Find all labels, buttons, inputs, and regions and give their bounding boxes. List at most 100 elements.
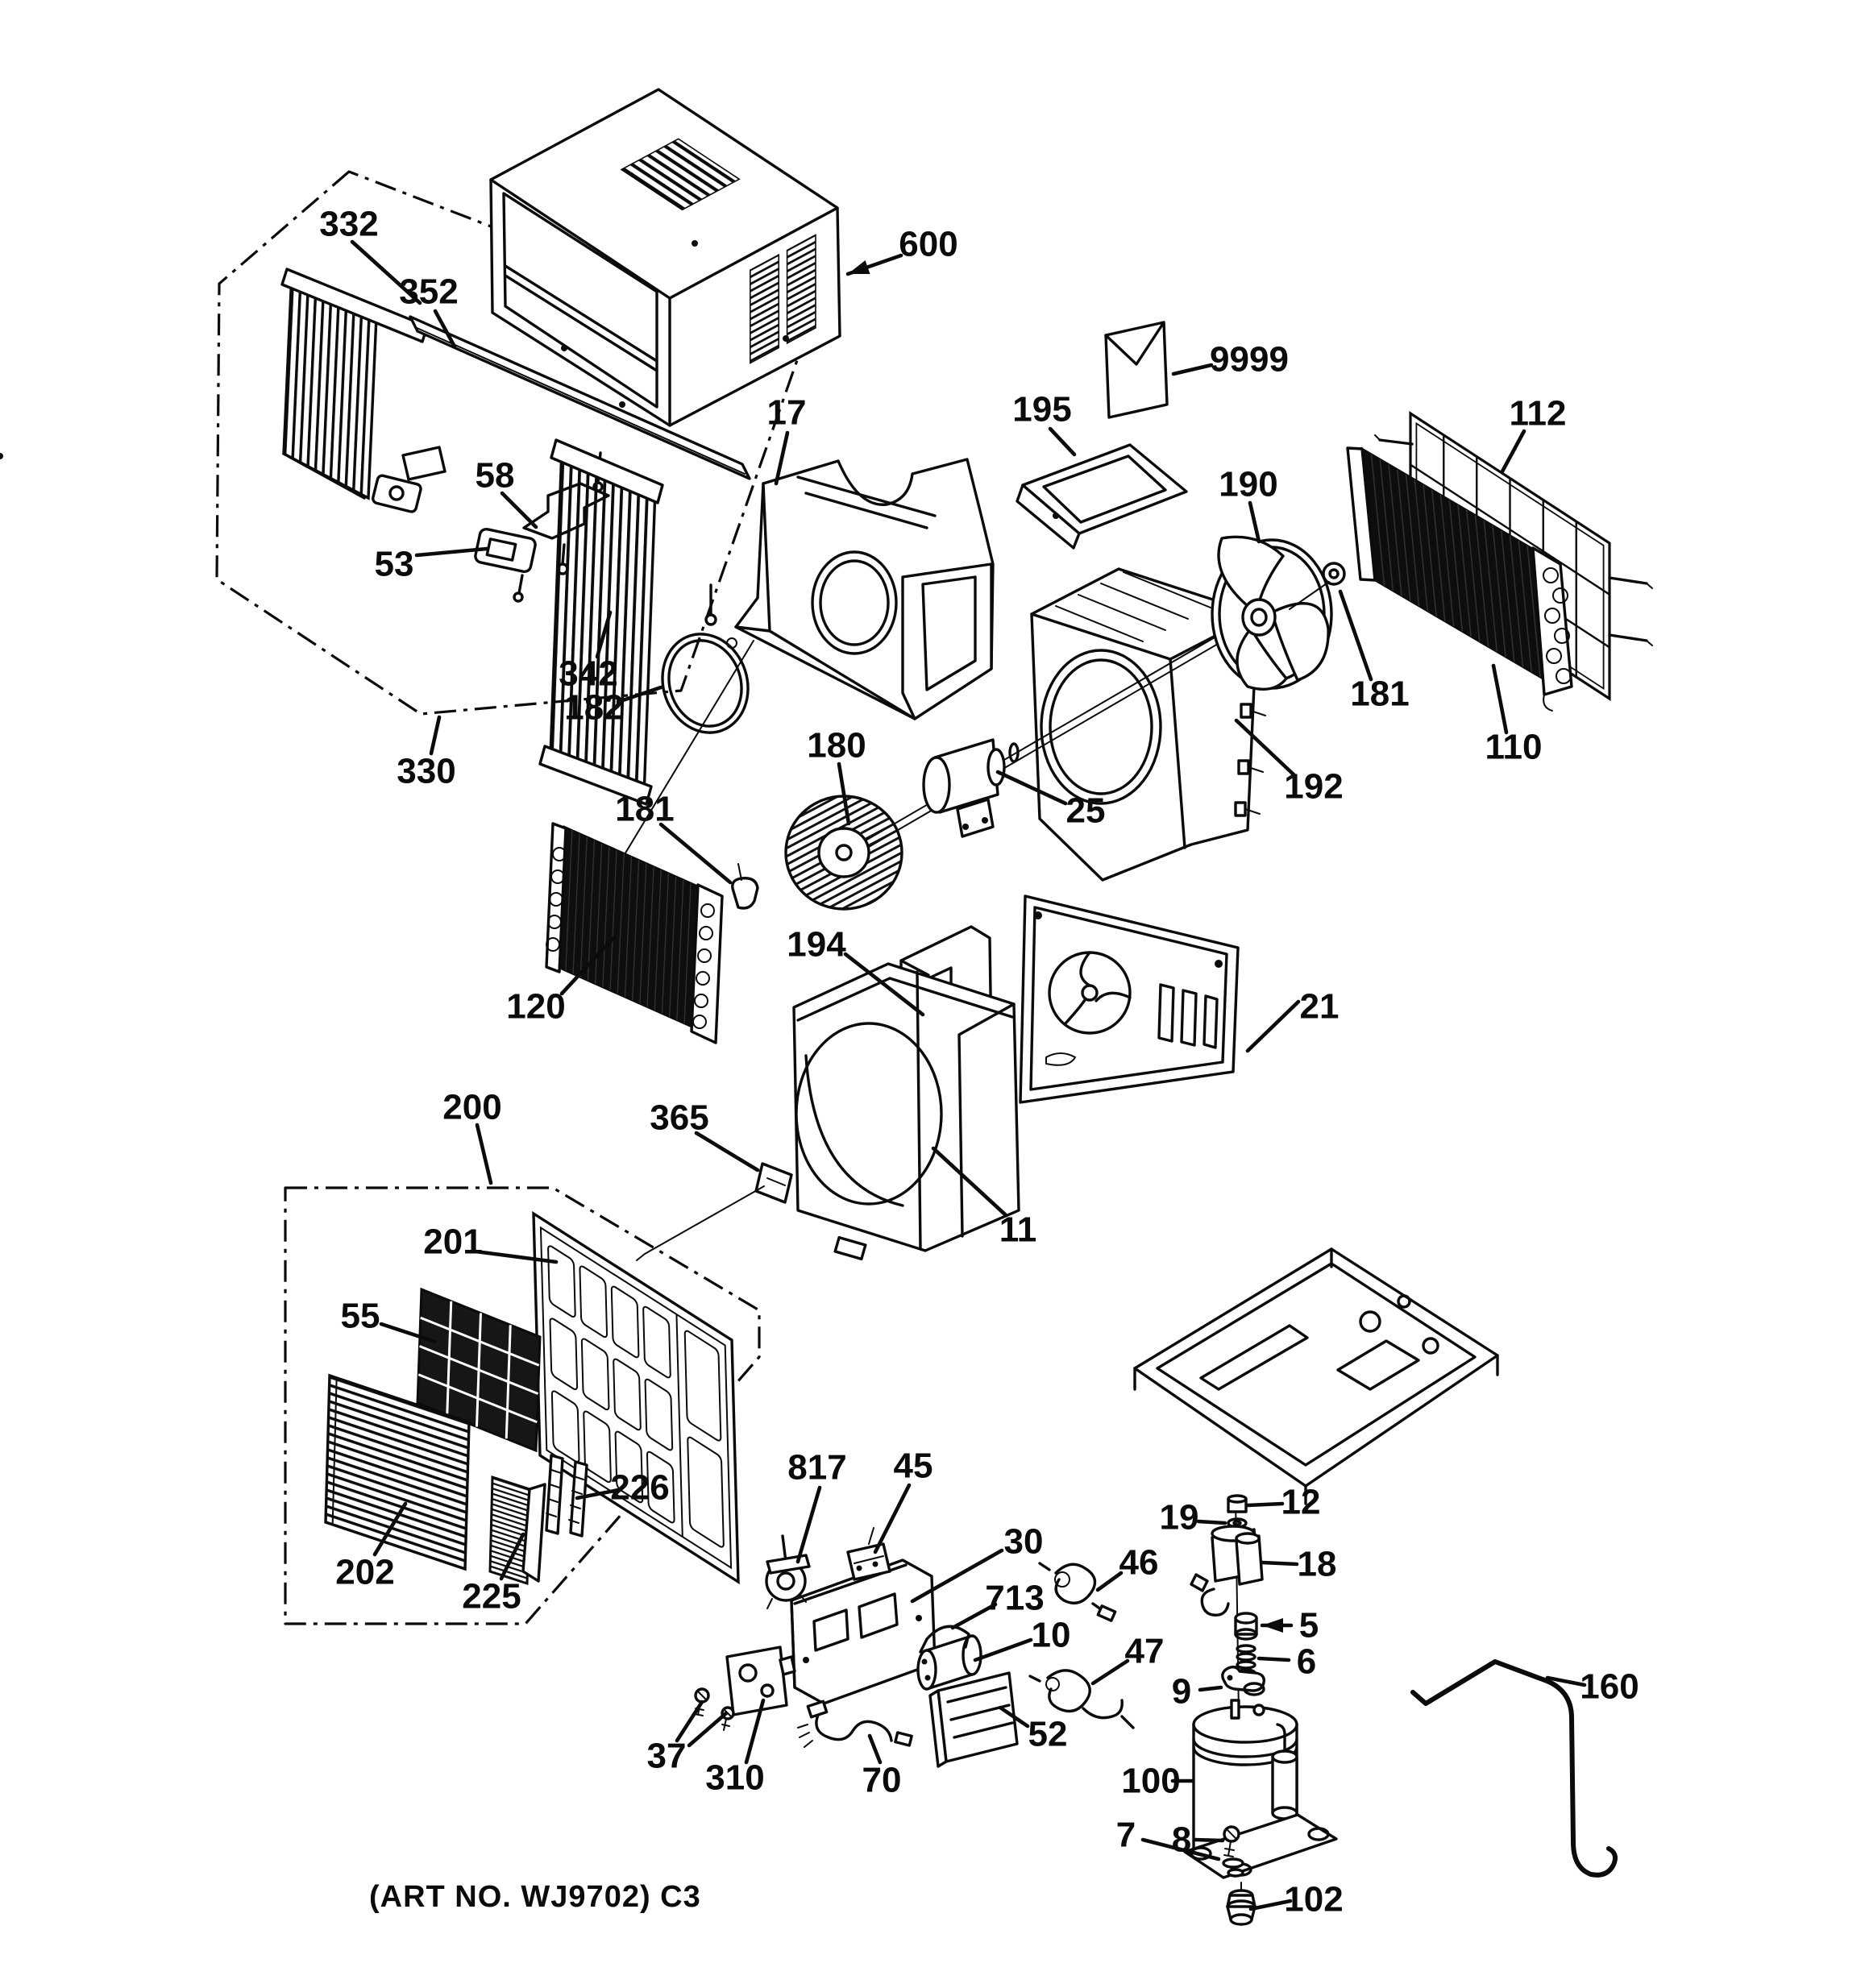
leader-195 bbox=[1048, 426, 1077, 457]
heater-cover-52 bbox=[928, 1671, 1019, 1768]
evaporator-coil-120 bbox=[546, 824, 722, 1043]
callout-160-43: 160 bbox=[1580, 1667, 1639, 1707]
leader-7 bbox=[1140, 1837, 1221, 1861]
callout-55-26: 55 bbox=[341, 1297, 380, 1336]
leader-17 bbox=[774, 430, 790, 486]
leader-12 bbox=[1245, 1501, 1285, 1508]
air-filter-55 bbox=[417, 1289, 540, 1451]
leader-70 bbox=[867, 1733, 883, 1765]
leader-52 bbox=[998, 1705, 1030, 1729]
callout-120-20: 120 bbox=[506, 987, 565, 1027]
leader-226 bbox=[575, 1488, 621, 1500]
leader-713 bbox=[950, 1602, 998, 1630]
leader-37 bbox=[675, 1700, 704, 1743]
callout-19-37: 19 bbox=[1160, 1498, 1199, 1538]
leader-365 bbox=[694, 1131, 760, 1172]
control-box-30 bbox=[790, 1558, 937, 1705]
grommet-102 bbox=[1226, 1882, 1256, 1926]
callout-180-16: 180 bbox=[807, 726, 866, 766]
leader-182 bbox=[616, 685, 663, 704]
callout-12-38: 12 bbox=[1281, 1483, 1321, 1522]
callout-70-48: 70 bbox=[862, 1761, 902, 1800]
callout-192-15: 192 bbox=[1284, 767, 1343, 807]
wire-harness-70 bbox=[797, 1700, 913, 1748]
callout-37-46: 37 bbox=[647, 1737, 687, 1776]
refrigerant-tube-160 bbox=[1410, 1659, 1618, 1878]
callout-195-9: 195 bbox=[1012, 390, 1071, 430]
callout-202-28: 202 bbox=[335, 1553, 394, 1592]
leader-180 bbox=[837, 762, 851, 826]
cabinet-600 bbox=[491, 89, 840, 425]
callout-30-32: 30 bbox=[1004, 1522, 1044, 1562]
curtain-right-342 bbox=[540, 440, 663, 804]
callout-330-7: 330 bbox=[397, 752, 455, 791]
leader-arrowhead-600 bbox=[848, 259, 870, 274]
callout-100-44: 100 bbox=[1121, 1762, 1180, 1801]
leader-19 bbox=[1196, 1519, 1227, 1525]
callout-201-25: 201 bbox=[423, 1222, 482, 1262]
callout-21-21: 21 bbox=[1300, 987, 1340, 1027]
leader-112 bbox=[1500, 429, 1526, 474]
callout-112-12: 112 bbox=[1510, 394, 1567, 434]
leader-190 bbox=[1248, 500, 1261, 544]
fan-motor-25 bbox=[922, 738, 1006, 838]
leader-9 bbox=[1198, 1685, 1223, 1692]
leader-160 bbox=[1545, 1675, 1587, 1687]
leader-200 bbox=[475, 1123, 493, 1185]
leader-181 bbox=[658, 822, 733, 885]
bolt-8 bbox=[1223, 1825, 1240, 1857]
leader-330 bbox=[429, 715, 442, 756]
leader-58 bbox=[500, 491, 538, 529]
callout-182-6: 182 bbox=[564, 688, 623, 728]
base-pan bbox=[1133, 1247, 1499, 1505]
motor-shaft bbox=[855, 616, 1253, 853]
callout-365-23: 365 bbox=[650, 1098, 708, 1138]
rear-panel-21 bbox=[1019, 894, 1240, 1104]
callout-18-39: 18 bbox=[1298, 1545, 1337, 1584]
callout-600-2: 600 bbox=[899, 225, 957, 264]
callout-817-30: 817 bbox=[787, 1448, 846, 1488]
leader-352 bbox=[433, 309, 457, 349]
callout-310-47: 310 bbox=[705, 1758, 764, 1798]
callout-332-0: 332 bbox=[319, 205, 378, 244]
leader-9999 bbox=[1171, 363, 1214, 376]
leader-37-1 bbox=[687, 1711, 729, 1748]
clamp-9 bbox=[1221, 1665, 1265, 1696]
callout-10-35: 10 bbox=[1032, 1616, 1071, 1655]
callout-46-33: 46 bbox=[1119, 1543, 1159, 1583]
callout-8-49: 8 bbox=[1172, 1820, 1191, 1860]
leader-53 bbox=[414, 546, 489, 558]
callout-17-8: 17 bbox=[767, 393, 807, 433]
callout-47-36: 47 bbox=[1125, 1632, 1165, 1671]
leader-332 bbox=[350, 239, 422, 305]
leader-18 bbox=[1260, 1560, 1299, 1567]
wire-harness-47 bbox=[1028, 1669, 1135, 1729]
callout-181-18: 181 bbox=[615, 790, 674, 829]
front-grille-kit-boundary bbox=[284, 1186, 761, 1625]
leader-225 bbox=[499, 1532, 525, 1581]
grommet-5 bbox=[1234, 1612, 1258, 1641]
callout-352-1: 352 bbox=[399, 272, 458, 312]
callout-200-22: 200 bbox=[442, 1088, 501, 1127]
gasket-182 bbox=[661, 633, 750, 734]
capacitor-10 bbox=[916, 1634, 982, 1691]
leader-202 bbox=[372, 1501, 408, 1557]
callout-713-34: 713 bbox=[985, 1579, 1044, 1618]
callout-9999-10: 9999 bbox=[1210, 340, 1289, 380]
control-panel-310 bbox=[725, 1646, 796, 1716]
leader-342 bbox=[595, 610, 613, 659]
leader-120 bbox=[559, 935, 617, 996]
leader-102 bbox=[1248, 1899, 1293, 1911]
front-frame-201 bbox=[534, 1214, 738, 1582]
callout-194-19: 194 bbox=[787, 925, 846, 965]
leader-8 bbox=[1193, 1837, 1225, 1843]
curtain-left-332 bbox=[282, 269, 427, 498]
leader-46 bbox=[1095, 1571, 1124, 1592]
leader-110 bbox=[1491, 663, 1509, 735]
air-guide-17 bbox=[734, 458, 995, 720]
callout-52-45: 52 bbox=[1028, 1715, 1068, 1754]
callout-11-24: 11 bbox=[999, 1210, 1037, 1250]
